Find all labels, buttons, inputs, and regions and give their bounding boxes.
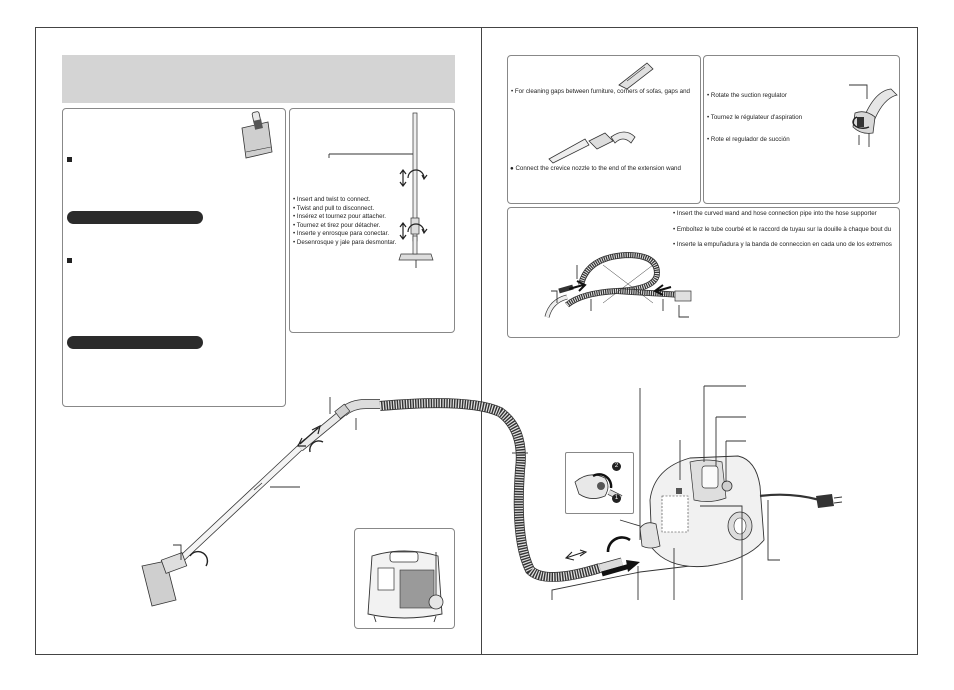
- page-divider: [481, 27, 482, 655]
- step-badge-2: 2: [612, 462, 621, 471]
- wand-instruction-6: • Desenrosque y jale para desmontar.: [293, 238, 397, 246]
- section-heading-bar-2: [67, 336, 203, 349]
- crevice-nozzle-panel: [507, 55, 701, 204]
- wand-instruction-5: • Inserte y enrosque para conectar.: [293, 230, 390, 237]
- wand-connection-panel: [289, 108, 455, 333]
- regulator-text-es: • Rote el regulador de succión: [707, 136, 790, 143]
- hose-connection-panel: [507, 207, 900, 338]
- hose-connection-illustration: [544, 251, 692, 318]
- floor-brush-icon: [241, 111, 273, 159]
- crevice-usage-text: • For cleaning gaps between furniture, c…: [511, 88, 690, 95]
- hose-text-en: • Insert the curved wand and hose connec…: [673, 210, 877, 217]
- section-bullet-2: [67, 258, 72, 263]
- section-heading-bar-1: [67, 211, 203, 224]
- hose-text-es: • Inserte la empuñadura y la banda de co…: [673, 241, 892, 248]
- wand-instruction-2: • Twist and pull to disconnect.: [293, 204, 375, 212]
- wand-assembly-illustration: [328, 112, 434, 268]
- wand-instruction-1: • Insert and twist to connect.: [293, 196, 371, 203]
- crevice-nozzle-illustration: [548, 62, 654, 164]
- crevice-connect-text: ● Connect the crevice nozzle to the end …: [510, 165, 681, 172]
- wand-instruction-4: • Tournez et tirez pour détacher.: [293, 221, 381, 229]
- step-badge-1: 1: [612, 494, 621, 503]
- header-banner: [62, 55, 455, 103]
- page-frame: [35, 27, 918, 655]
- wand-instruction-3: • Insérez et tournez pour attacher.: [293, 213, 386, 220]
- floor-brush-panel: [62, 108, 286, 407]
- regulator-text-fr: • Tournez le régulateur d'aspiration: [707, 114, 803, 121]
- section-bullet-1: [67, 157, 72, 162]
- regulator-text-en: • Rotate the suction regulator: [707, 92, 787, 99]
- hose-text-fr: • Emboîtez le tube courbé et le raccord …: [673, 226, 892, 233]
- suction-regulator-illustration: [849, 84, 898, 147]
- rear-view-illustration: [367, 550, 444, 623]
